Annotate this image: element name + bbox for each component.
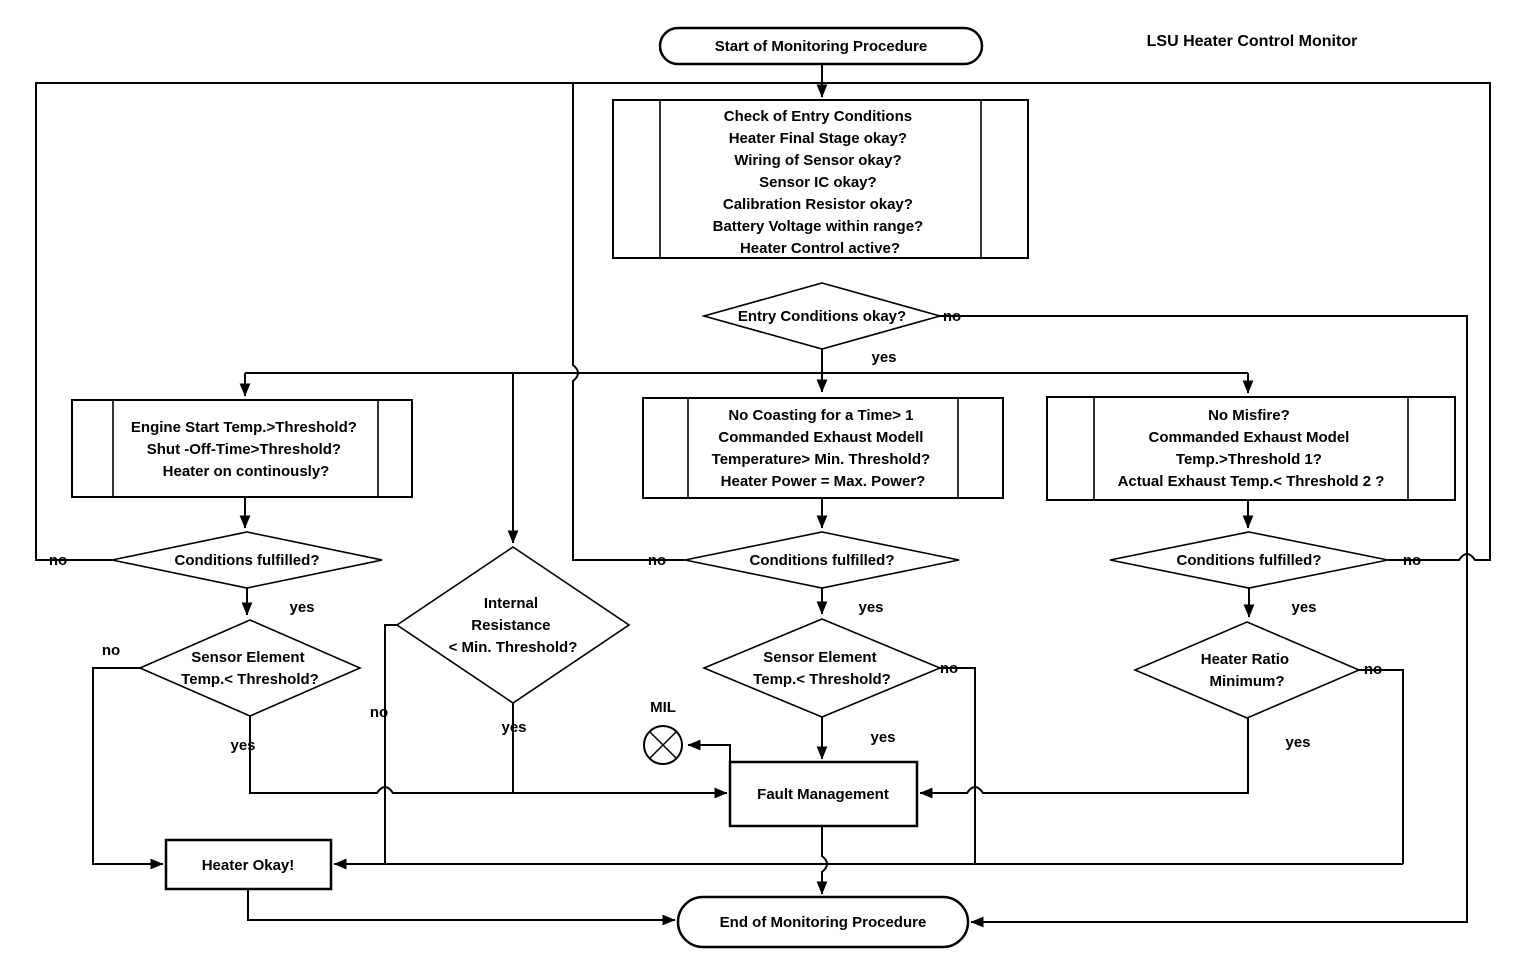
coasting-box <box>642 397 1004 499</box>
heater-okay-label: Heater Okay! <box>202 857 295 874</box>
connectors <box>35 64 1491 928</box>
cond-left-label: Conditions fulfilled? <box>175 552 320 569</box>
entry-conditions-label: Entry Conditions okay? <box>738 308 906 325</box>
edge-heater-okay-to-end <box>247 889 676 926</box>
sensor-left-text: Sensor Element Temp.< Threshold? <box>181 649 319 688</box>
cond-right-decision <box>1109 531 1389 589</box>
internal-res-decision <box>395 546 631 704</box>
edge-entry-no-to-end <box>940 315 1468 928</box>
diagram-title: LSU Heater Control Monitor <box>1147 33 1358 50</box>
edge-fault-to-mil <box>687 739 731 763</box>
heater-okay-box <box>164 838 333 891</box>
edge-internal-res-no <box>384 624 397 864</box>
edge-labels: no yes no yes no yes no yes no yes no ye… <box>49 308 1421 754</box>
heater-ratio-text: Heater Ratio Minimum? <box>1201 651 1294 690</box>
edge-sensor-left-no-to-heater-okay <box>92 667 164 870</box>
cond-right-no-label: no <box>1403 552 1421 569</box>
sensor-left-no-label: no <box>102 642 120 659</box>
edge-sensor-mid-no <box>940 667 976 864</box>
cond-mid-no-label: no <box>648 552 666 569</box>
edge-heater-ratio-yes-to-fault <box>919 718 1249 799</box>
cond-right-label: Conditions fulfilled? <box>1177 552 1322 569</box>
entry-conditions-decision <box>701 282 943 350</box>
check-entry-text: Check of Entry Conditions Heater Final S… <box>713 108 928 257</box>
cond-mid-label: Conditions fulfilled? <box>750 552 895 569</box>
mil-label: MIL <box>650 699 676 716</box>
internal-res-yes-label: yes <box>501 719 526 736</box>
end-terminator <box>676 895 970 949</box>
cond-left-yes-label: yes <box>289 599 314 616</box>
edge-heater-ratio-no <box>1359 669 1404 864</box>
heater-ratio-decision <box>1132 621 1362 719</box>
mil-lamp-cross-2 <box>649 731 677 759</box>
heater-ratio-no-label: no <box>1364 661 1382 678</box>
cond-mid-decision <box>684 531 960 589</box>
entry-no-label: no <box>943 308 961 325</box>
internal-res-no-label: no <box>370 704 388 721</box>
sensor-left-decision <box>137 619 363 717</box>
misfire-text: No Misfire? Commanded Exhaust Model Temp… <box>1118 407 1385 490</box>
misfire-box <box>1046 396 1456 501</box>
internal-res-text: Internal Resistance < Min. Threshold? <box>449 595 578 656</box>
start-terminator <box>658 26 984 66</box>
engine-start-text: Engine Start Temp.>Threshold? Shut -Off-… <box>131 419 361 480</box>
sensor-mid-no-label: no <box>940 660 958 677</box>
fault-management-box <box>728 760 919 828</box>
fault-management-label: Fault Management <box>757 786 889 803</box>
check-entry-box <box>612 99 1029 259</box>
cond-right-yes-label: yes <box>1291 599 1316 616</box>
cond-left-no-label: no <box>49 552 67 569</box>
coasting-text: No Coasting for a Time> 1 Commanded Exha… <box>712 407 935 490</box>
engine-start-box <box>71 399 413 498</box>
edge-fault-to-end <box>816 826 828 895</box>
sensor-mid-decision <box>701 618 943 718</box>
entry-yes-label: yes <box>871 349 896 366</box>
heater-ratio-yes-label: yes <box>1285 734 1310 751</box>
sensor-left-yes-label: yes <box>230 737 255 754</box>
start-label: Start of Monitoring Procedure <box>715 38 928 55</box>
end-label: End of Monitoring Procedure <box>720 914 927 931</box>
edge-cond-left-no-loop <box>35 82 1491 561</box>
sensor-mid-yes-label: yes <box>870 729 895 746</box>
cond-left-decision <box>111 531 383 589</box>
node-labels: LSU Heater Control Monitor Start of Moni… <box>131 33 1385 931</box>
sensor-mid-text: Sensor Element Temp.< Threshold? <box>753 649 891 688</box>
cond-mid-yes-label: yes <box>858 599 883 616</box>
shapes <box>71 26 1456 949</box>
